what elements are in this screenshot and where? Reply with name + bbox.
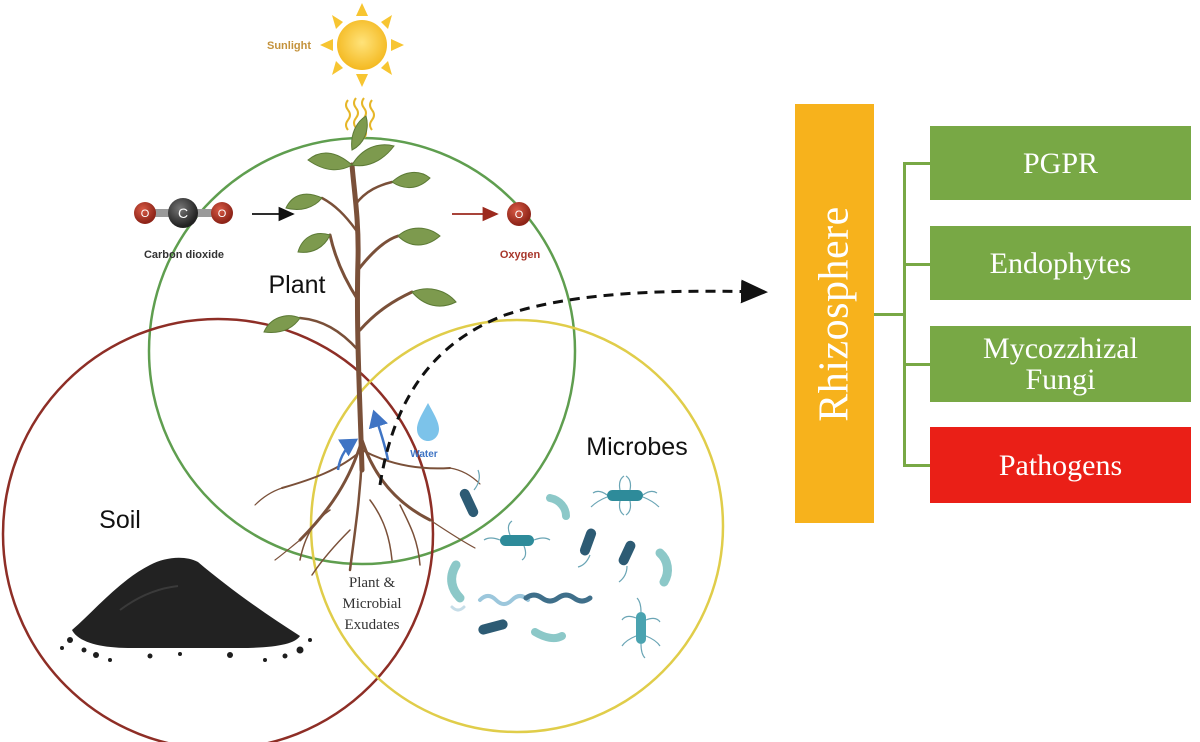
plant-label: Plant <box>269 271 326 299</box>
oxygen-atom-symbol: O <box>515 209 524 221</box>
category-mycorrhizal-fungi-label: Mycozzhizal Fungi <box>983 332 1138 396</box>
carbon-dioxide-label: Carbon dioxide <box>144 249 224 261</box>
water-label: Water <box>410 449 438 460</box>
soil-circle <box>1 317 435 742</box>
bracket-branch-mycorrhizal <box>903 363 930 366</box>
category-pathogens: Pathogens <box>930 427 1191 503</box>
plant-icon <box>254 115 481 576</box>
bracket-branch-pathogens <box>903 464 930 467</box>
rhizosphere-pointer-arrow <box>378 279 768 486</box>
category-pathogens-label: Pathogens <box>998 448 1123 482</box>
exudates-label-line2: Microbial <box>342 596 401 612</box>
microbes-label: Microbes <box>586 433 687 461</box>
exudates-label-line1: Plant & <box>349 575 396 591</box>
co2-atom-o2: O <box>218 208 227 220</box>
co2-atom-c: C <box>178 205 188 221</box>
rhizosphere-bar: Rhizosphere <box>795 104 874 523</box>
exudates-label-line3: Exudates <box>345 617 400 633</box>
category-mycorrhizal-fungi: Mycozzhizal Fungi <box>930 326 1191 402</box>
rhizosphere-title: Rhizosphere <box>811 205 858 422</box>
carbon-dioxide-molecule-icon: O C O <box>134 198 233 228</box>
category-endophytes: Endophytes <box>930 226 1191 300</box>
bracket-branch-endophytes <box>903 263 930 266</box>
soil-label: Soil <box>99 506 141 534</box>
co2-atom-o1: O <box>141 208 150 220</box>
category-pgpr: PGPR <box>930 126 1191 200</box>
oxygen-atom-icon: O <box>507 202 531 226</box>
sun-icon <box>320 3 404 87</box>
soil-pile-icon <box>60 557 312 662</box>
microbes-circle <box>309 318 725 734</box>
category-endophytes-label: Endophytes <box>989 246 1132 280</box>
bracket-branch-pgpr <box>903 162 930 165</box>
water-uptake-arrows-icon <box>336 409 390 471</box>
microbes-icon <box>447 469 672 659</box>
bracket-spine <box>903 162 906 466</box>
bracket-stem <box>874 313 904 316</box>
water-drop-icon <box>417 403 439 441</box>
category-pgpr-label: PGPR <box>1022 146 1099 180</box>
plant-circle <box>147 136 577 566</box>
sunlight-label: Sunlight <box>267 40 311 52</box>
oxygen-label: Oxygen <box>500 249 541 261</box>
